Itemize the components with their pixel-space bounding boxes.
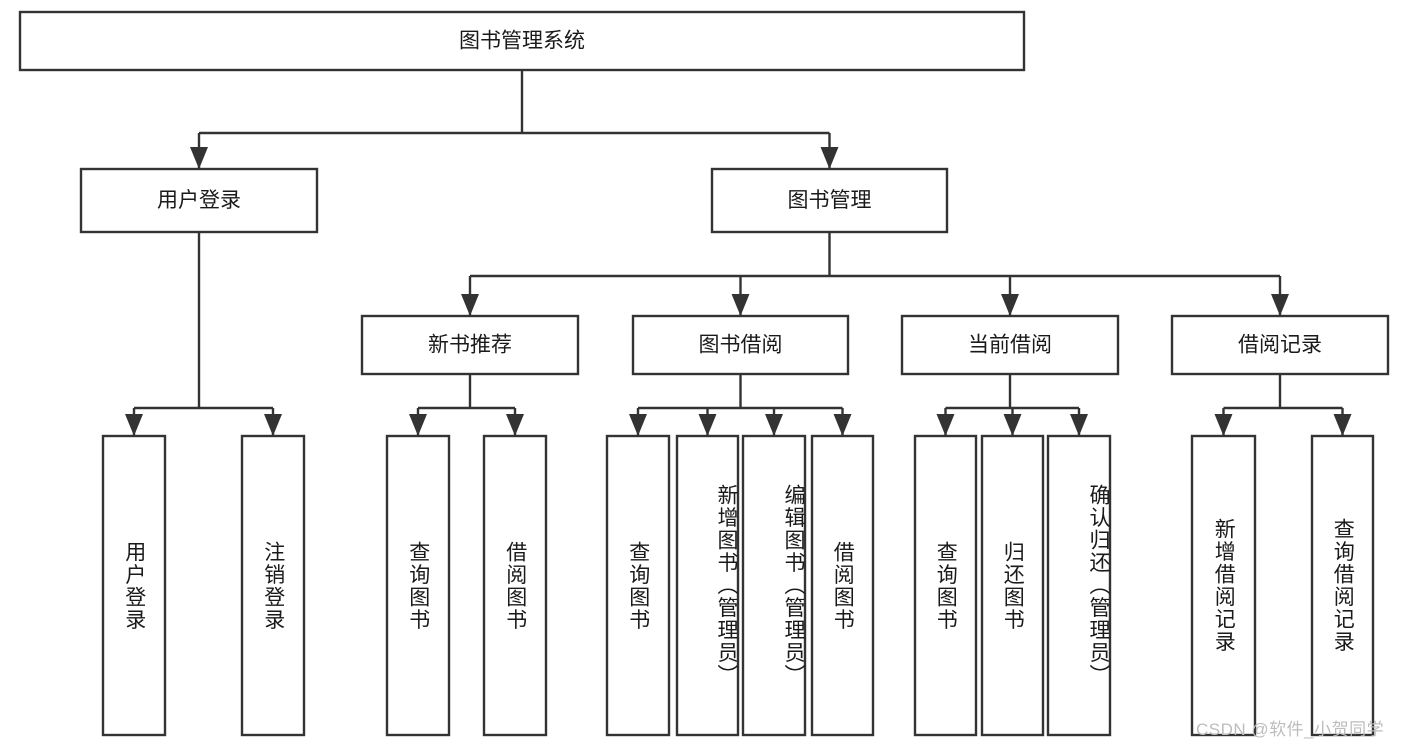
boxes-layer [18,10,1390,737]
arrow-root-to-l2-0 [190,147,208,169]
node-leaf-查询图书-8[interactable] [913,434,978,737]
arrow-parent-to-leaf-1-1 [506,414,524,436]
arrow-parent-to-leaf-3-2 [1070,414,1088,436]
arrow-parent-to-leaf-1-0 [409,414,427,436]
arrow-l2-to-l3-1 [731,294,750,316]
node-l3-label-1: 图书借阅 [699,334,783,357]
arrow-l2-to-l3-0 [461,294,479,316]
node-leaf-查询图书-4[interactable] [605,434,671,737]
node-leaf-借阅图书-7[interactable] [810,434,875,737]
arrow-parent-to-leaf-2-1 [698,414,717,436]
node-root-label: 图书管理系统 [459,30,585,53]
arrow-parent-to-leaf-3-1 [1003,414,1022,436]
arrow-l2-to-l3-3 [1271,294,1289,316]
node-l2-用户登录[interactable] [79,167,319,234]
node-l3-借阅记录[interactable] [1170,314,1390,376]
node-l3-label-2: 当前借阅 [968,334,1052,357]
node-leaf-查询借阅记录-12[interactable] [1310,434,1375,737]
node-leaf-编辑图书管理员-6[interactable] [741,434,807,737]
edges-layer [125,70,1352,436]
node-l3-当前借阅[interactable] [900,314,1120,376]
node-leaf-确认归还管理员-10[interactable] [1046,434,1112,737]
arrow-l2-to-l3-2 [1001,294,1019,316]
node-l3-label-0: 新书推荐 [428,334,512,357]
arrow-parent-to-leaf-0-1 [264,414,282,436]
node-leaf-归还图书-9[interactable] [980,434,1045,737]
node-leaf-新增图书管理员-5[interactable] [675,434,740,737]
node-l3-新书推荐[interactable] [360,314,580,376]
arrow-parent-to-leaf-2-0 [629,414,647,436]
arrow-root-to-l2-1 [820,147,839,169]
node-leaf-注销登录-1[interactable] [240,434,306,737]
arrow-parent-to-leaf-2-3 [833,414,852,436]
node-leaf-借阅图书-3[interactable] [482,434,548,737]
node-root-图书管理系统[interactable] [18,10,1026,72]
node-leaf-新增借阅记录-11[interactable] [1190,434,1257,737]
node-l2-label-1: 图书管理 [788,189,872,212]
node-l3-label-3: 借阅记录 [1238,334,1322,357]
arrow-parent-to-leaf-0-0 [125,414,143,436]
node-l2-label-0: 用户登录 [157,189,241,212]
watermark-text: CSDN @软件_小贺同学 [1196,720,1385,739]
arrow-parent-to-leaf-4-0 [1214,414,1233,436]
node-leaf-查询图书-2[interactable] [385,434,451,737]
node-leaf-用户登录-0[interactable] [101,434,167,737]
node-l3-图书借阅[interactable] [631,314,850,376]
arrow-parent-to-leaf-2-2 [765,414,783,436]
node-l2-图书管理[interactable] [710,167,949,234]
arrow-parent-to-leaf-3-0 [936,414,955,436]
arrow-parent-to-leaf-4-1 [1333,414,1352,436]
